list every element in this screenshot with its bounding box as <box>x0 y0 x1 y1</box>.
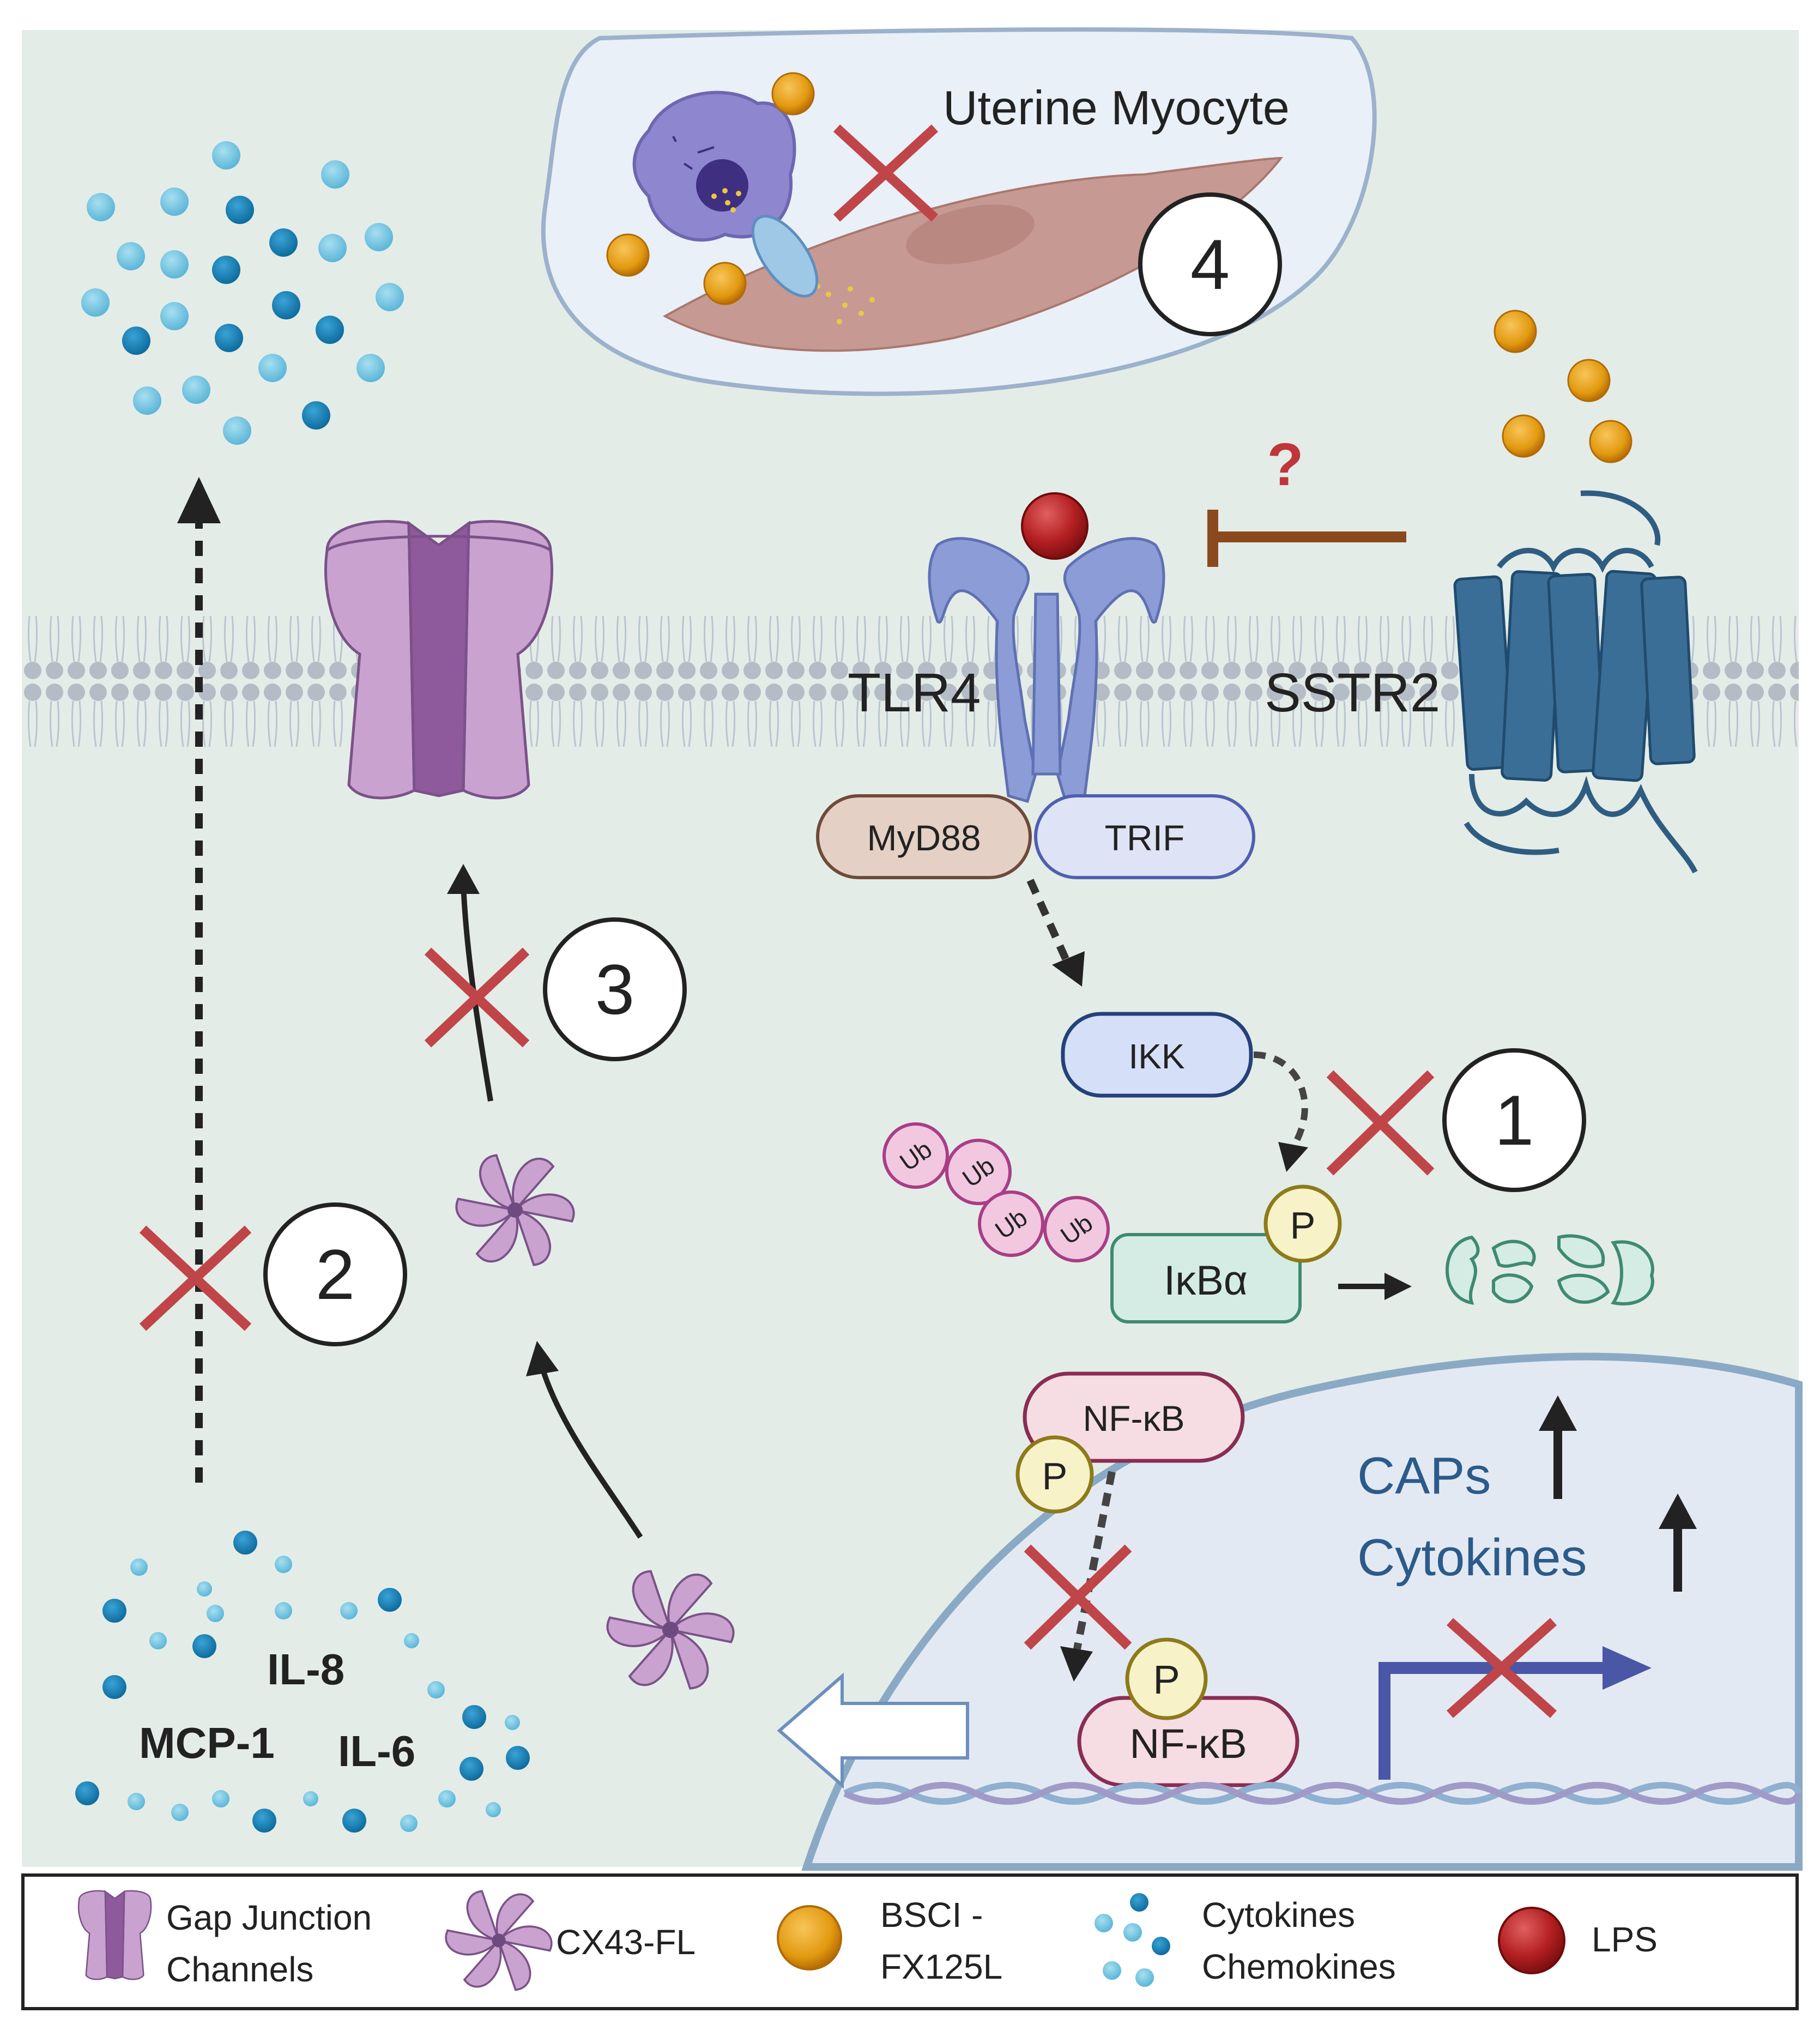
svg-text:IκBα: IκBα <box>1164 1258 1248 1304</box>
legend-lps-label: LPS <box>1592 1920 1658 1959</box>
step-3-badge: 3 <box>543 917 687 1061</box>
trif-box: TRIF <box>1034 794 1255 879</box>
caps-up-arrow <box>1539 1395 1577 1499</box>
step-1-badge: 1 <box>1442 1048 1586 1192</box>
gap-junction-icon <box>78 1890 152 1980</box>
nucleus <box>801 1352 1803 1871</box>
x-mark-transcription <box>1446 1618 1557 1718</box>
x-mark-cytokine-secretion <box>139 1225 252 1331</box>
svg-text:P: P <box>1290 1204 1316 1247</box>
svg-text:1: 1 <box>1495 1080 1534 1160</box>
cx43-trafficking-arrow <box>540 1367 643 1539</box>
inhibition-x-marks <box>139 124 1557 1718</box>
legend: Gap Junction Channels CX43-FL BSCI - FX1… <box>21 1873 1799 2010</box>
legend-bsci-line2: FX125L <box>880 1947 1002 1986</box>
cytokines-up-arrow <box>1659 1494 1697 1592</box>
phospho-ikba: P <box>1263 1184 1342 1263</box>
vesicle <box>751 215 819 298</box>
cx43-icon <box>445 1890 553 1991</box>
dna-helix <box>843 1782 1802 1805</box>
legend-cytokines-line2: Chemokines <box>1202 1947 1396 1986</box>
cytokines-label: Cytokines <box>1357 1528 1587 1587</box>
legend-gap-line2: Channels <box>166 1950 313 1989</box>
legend-bsci-line1: BSCI - <box>880 1895 983 1935</box>
ikba-box: IκBα <box>1110 1233 1302 1323</box>
cx43-flower-upper <box>455 1154 575 1266</box>
svg-text:P: P <box>1042 1455 1068 1497</box>
myd88-to-ikk-arrow <box>1026 879 1072 966</box>
x-mark-gap-junction <box>424 947 530 1048</box>
x-mark-ikk <box>1326 1070 1435 1176</box>
step-4-badge: 4 <box>1138 192 1282 336</box>
svg-text:NF-κB: NF-κB <box>1129 1721 1247 1767</box>
cytokine-dots-icon <box>1095 1893 1170 1987</box>
nfkb-translocation-arrow <box>1073 1471 1116 1653</box>
lps-molecule <box>1021 492 1089 560</box>
gap-junction-channel <box>324 520 553 800</box>
tlr4-label: TLR4 <box>848 662 981 723</box>
il6-label: IL-6 <box>338 1727 415 1775</box>
degraded-ikba <box>1446 1234 1654 1305</box>
svg-text:P: P <box>1153 1657 1180 1702</box>
expression-arrow <box>777 1672 969 1789</box>
transcription-arrow <box>1378 1662 1613 1780</box>
myd88-box: MyD88 <box>816 794 1032 879</box>
nfkb-cytoplasm-box: NF-κB <box>1023 1371 1245 1463</box>
nfkb-nuclear-box: NF-κB <box>1077 1696 1299 1787</box>
myocyte-nucleus <box>906 204 1035 264</box>
bsci-particles <box>606 72 1632 463</box>
svg-text:MyD88: MyD88 <box>867 818 981 858</box>
svg-text:2: 2 <box>316 1235 355 1314</box>
lps-icon <box>1498 1907 1565 1974</box>
svg-text:4: 4 <box>1190 225 1230 304</box>
bsci-icon <box>777 1905 842 1970</box>
cytokine-cloud-bottom <box>75 1531 530 1833</box>
caps-label: CAPs <box>1357 1447 1491 1505</box>
svg-text:3: 3 <box>595 950 634 1029</box>
svg-text:TRIF: TRIF <box>1105 818 1185 858</box>
question-mark: ? <box>1267 431 1303 498</box>
phospho-nfkb-nuclear: P <box>1125 1637 1208 1720</box>
x-mark-nfkb-translocation <box>1024 1544 1132 1650</box>
svg-text:NF-κB: NF-κB <box>1083 1398 1185 1438</box>
sstr2-label: SSTR2 <box>1265 662 1440 723</box>
legend-gap-line1: Gap Junction <box>166 1898 372 1937</box>
sstr2-receptor <box>1453 490 1698 874</box>
x-mark-myocyte <box>833 124 939 222</box>
ubiquitin-chain: Ub Ub Ub Ub <box>882 1122 1110 1262</box>
step-2-badge: 2 <box>263 1202 407 1346</box>
legend-cytokines-line1: Cytokines <box>1202 1895 1355 1935</box>
uterine-myocyte-label: Uterine Myocyte <box>943 81 1290 135</box>
legend-cx43-label: CX43-FL <box>556 1923 696 1962</box>
mcp1-label: MCP-1 <box>139 1719 275 1767</box>
tlr4-receptor <box>928 537 1165 803</box>
cx43-flower-lower <box>606 1570 735 1690</box>
phospho-nfkb-cytoplasm: P <box>1015 1435 1094 1514</box>
ikk-box: IKK <box>1061 1012 1253 1098</box>
cytokine-cloud-top <box>81 141 404 445</box>
svg-text:IKK: IKK <box>1128 1037 1184 1076</box>
il8-label: IL-8 <box>267 1645 344 1694</box>
